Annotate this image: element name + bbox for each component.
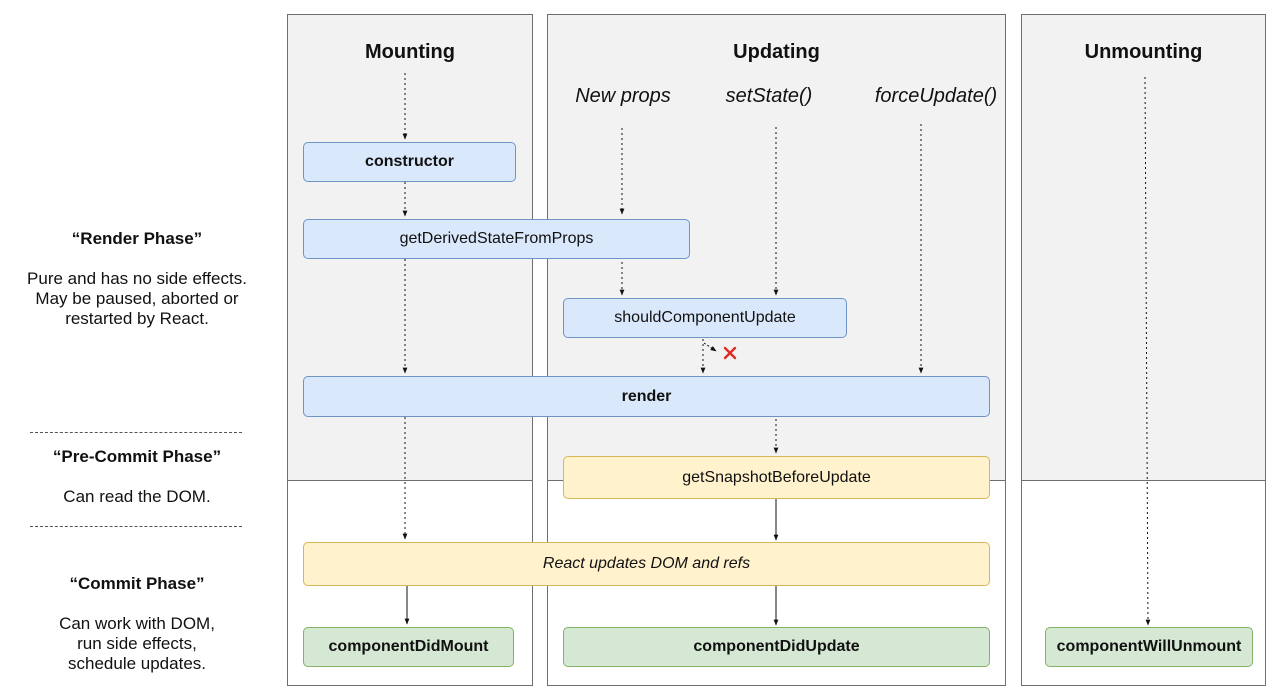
- component-did-update-box: componentDidUpdate: [563, 627, 990, 667]
- should-component-update-box: shouldComponentUpdate: [563, 298, 847, 338]
- render-phase-desc-1: Pure and has no side effects.: [27, 269, 247, 288]
- phase-separator: [30, 526, 242, 527]
- trigger-new-props: New props: [575, 85, 671, 107]
- component-did-mount-box: componentDidMount: [303, 627, 514, 667]
- commit-divider: [1022, 480, 1265, 481]
- get-derived-state-from-props-box: getDerivedStateFromProps: [303, 219, 690, 259]
- render-phase-shade: [1022, 15, 1265, 480]
- trigger-force-update: forceUpdate(): [874, 85, 998, 107]
- render-box: render: [303, 376, 990, 417]
- phase-separator: [30, 432, 242, 433]
- precommit-phase-legend: “Pre-Commit Phase” Can read the DOM.: [16, 447, 258, 507]
- component-will-unmount-box: componentWillUnmount: [1045, 627, 1253, 667]
- commit-phase-desc-3: schedule updates.: [68, 654, 206, 673]
- commit-phase-title: “Commit Phase”: [69, 574, 205, 593]
- get-snapshot-before-update-box: getSnapshotBeforeUpdate: [563, 456, 990, 499]
- trigger-set-state: setState(): [725, 85, 813, 107]
- render-phase-desc-3: restarted by React.: [65, 309, 209, 328]
- unmounting-title: Unmounting: [1084, 41, 1203, 63]
- precommit-phase-title: “Pre-Commit Phase”: [52, 447, 222, 466]
- mounting-title: Mounting: [365, 41, 455, 63]
- commit-divider: [288, 480, 532, 481]
- updating-title: Updating: [733, 41, 820, 63]
- react-updates-dom-box: React updates DOM and refs: [303, 542, 990, 586]
- commit-phase-desc-2: run side effects,: [77, 634, 197, 653]
- render-phase-desc-2: May be paused, aborted or: [35, 289, 239, 308]
- render-phase-legend: “Render Phase” Pure and has no side effe…: [16, 229, 258, 329]
- precommit-phase-desc-1: Can read the DOM.: [63, 487, 211, 506]
- render-phase-title: “Render Phase”: [71, 229, 203, 248]
- commit-phase-legend: “Commit Phase” Can work with DOM, run si…: [16, 574, 258, 674]
- unmounting-column: Unmounting: [1021, 14, 1266, 686]
- constructor-box: constructor: [303, 142, 516, 182]
- commit-phase-desc-1: Can work with DOM,: [59, 614, 215, 633]
